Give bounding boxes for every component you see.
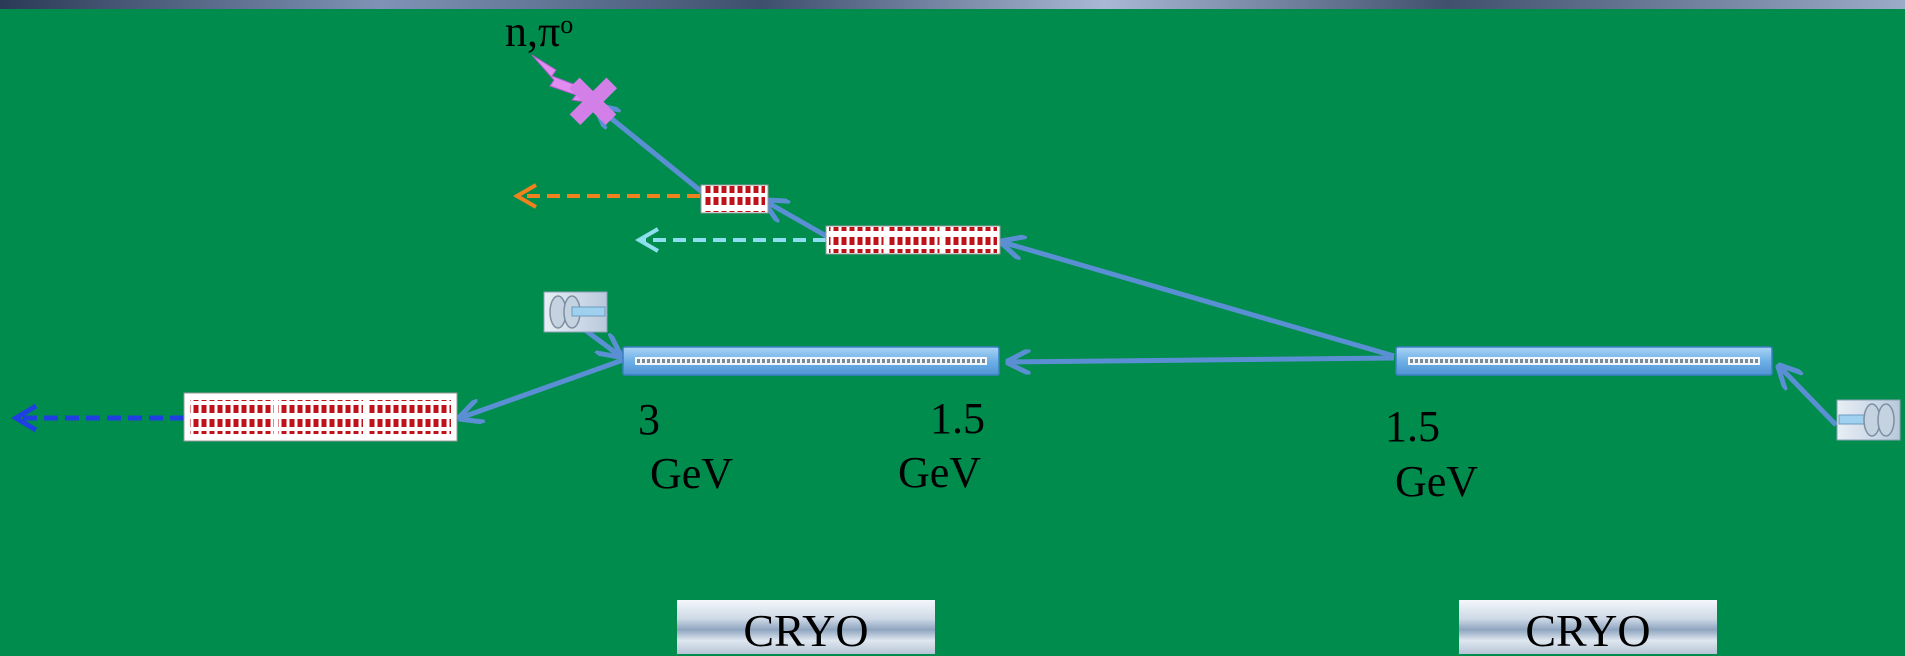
beam-path-arrows [460, 106, 1838, 427]
linac-left [622, 346, 1000, 376]
unit-gev-c: GeV [1395, 457, 1479, 506]
upper-dipole-magnet [825, 225, 1001, 255]
small-dipole-magnet [700, 184, 769, 214]
electron-source-icon [1836, 399, 1901, 441]
unit-gev-b: GeV [898, 448, 982, 497]
linac-right [1395, 346, 1773, 376]
cryo-label-left: CRYO [743, 605, 869, 656]
arrow-to-target [596, 106, 704, 194]
arrow-to-upper-magnet [1002, 242, 1395, 359]
energy-1-5-label-right: 1.5 [1385, 402, 1440, 451]
particles-label: n,πo [505, 10, 573, 54]
cryo-label-right: CRYO [1525, 605, 1651, 656]
arrow-injector-right [1779, 366, 1838, 427]
cryo-box-left: CRYO [677, 600, 935, 654]
unit-gev-a: GeV [650, 449, 734, 498]
cyan-extracted-beam [635, 227, 826, 253]
electron-source-icon [543, 291, 608, 333]
energy-3-label: 3 [638, 395, 660, 444]
arrow-to-lower-magnet [460, 357, 624, 418]
target-burst-icon [531, 54, 618, 126]
particles-text: n,π [505, 7, 561, 56]
particles-superscript: o [560, 10, 574, 39]
energy-1-5-label-left: 1.5 [930, 394, 985, 443]
orange-extracted-beam [513, 183, 700, 209]
cryo-box-right: CRYO [1459, 600, 1717, 654]
top-background-strip [0, 0, 1905, 9]
blue-extracted-beam [11, 403, 205, 433]
arrow-to-small-magnet [765, 201, 830, 240]
lower-dipole-magnet [183, 392, 458, 442]
arrow-linac-return [1008, 358, 1395, 362]
